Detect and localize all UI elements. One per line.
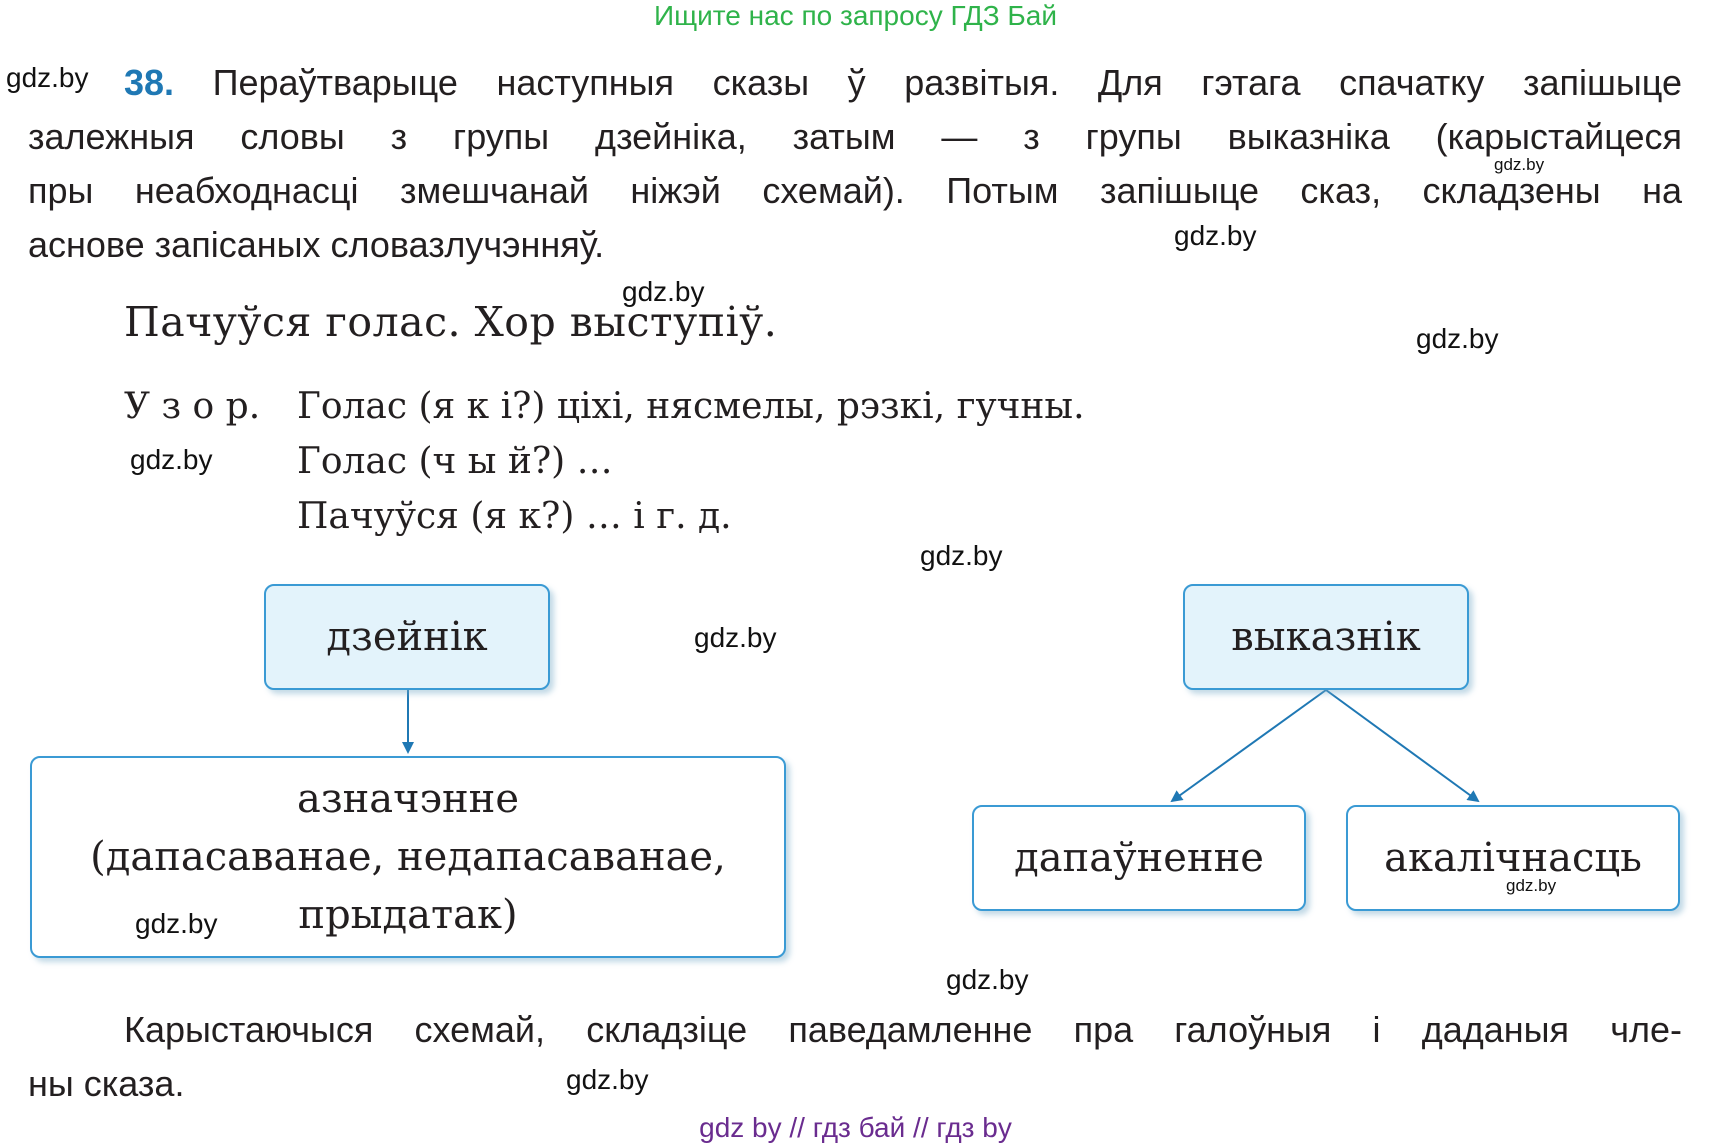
task-line-2: залежныя словы з групы дзейніка, затым —… [28, 116, 1682, 157]
subject-box: дзейнік [264, 584, 550, 690]
watermark: gdz.by [130, 444, 213, 475]
watermark: gdz.by [135, 908, 218, 939]
top-banner: Ищите нас по запросу ГДЗ Бай [653, 0, 1058, 31]
predicate-label: выказнік [1231, 614, 1421, 660]
predicate-box: выказнік [1183, 584, 1469, 690]
object-box: дапаўненне [972, 805, 1306, 911]
example-sentence: Пачуўся голас. Хор выступіў. [124, 298, 778, 346]
closing-line-1: Карыстаючыся схемай, складзіце паведамле… [124, 1009, 1682, 1050]
adverbial-label: акалічнасць [1384, 835, 1642, 881]
watermark: gdz.by [566, 1064, 649, 1095]
watermark: gdz.by [1494, 155, 1545, 174]
task-line-1: 38. Пераўтварыце наступныя сказы ў разві… [124, 56, 1682, 110]
attribute-line-3: прыдатак) [298, 892, 518, 938]
attribute-box: азначэнне (дапасаванае, недапасаванае, п… [30, 756, 786, 958]
adverbial-box: акалічнасць [1346, 805, 1680, 911]
object-label: дапаўненне [1014, 835, 1264, 881]
watermark: gdz.by [694, 622, 777, 653]
task-line-3: пры неабходнасці змешчанай ніжэй схемай)… [28, 170, 1682, 211]
watermark: gdz.by [1174, 220, 1257, 251]
watermark: gdz.by [1506, 876, 1557, 895]
watermark: gdz.by [622, 276, 705, 307]
pattern-line-1: Голас (я к і?) ціхі, нясмелы, рэзкі, гуч… [297, 386, 1085, 427]
pattern-label: У з о р. [124, 386, 261, 427]
arrow-predicate-adverbial [1325, 689, 1480, 803]
closing-line-2: ны сказа. [28, 1063, 185, 1104]
watermark: gdz.by [946, 964, 1029, 995]
task-text-1: Пераўтварыце наступныя сказы ў развітыя.… [212, 62, 1682, 103]
pattern-line-2: Голас (ч ы й?) … [297, 441, 613, 482]
footer-links[interactable]: gdz by // гдз бай // гдз by [699, 1112, 1012, 1143]
attribute-line-2: (дапасаванае, недапасаванае, [90, 834, 726, 880]
pattern-line-3: Пачуўся (я к?) … і г. д. [297, 496, 732, 537]
task-number: 38. [124, 62, 175, 103]
task-line-4: аснове запісаных словазлучэнняў. [28, 224, 605, 265]
attribute-line-1: азначэнне [296, 776, 519, 822]
subject-label: дзейнік [326, 614, 488, 660]
watermark: gdz.by [920, 540, 1003, 571]
watermark: gdz.by [1416, 323, 1499, 354]
arrow-predicate-object [1170, 689, 1327, 803]
watermark: gdz.by [6, 62, 89, 93]
